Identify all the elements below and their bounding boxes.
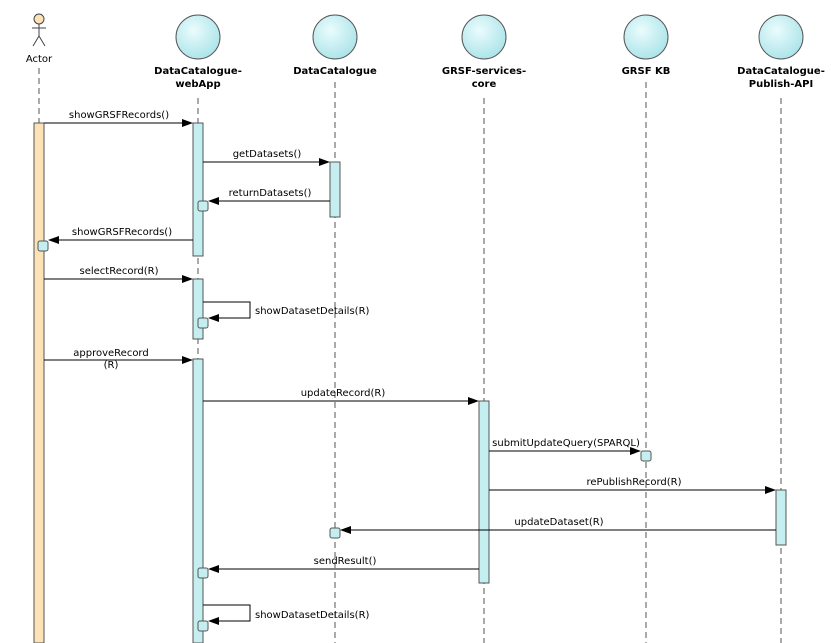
message-label: selectRecord(R) bbox=[79, 266, 158, 277]
message-label: showDatasetDetails(R) bbox=[255, 610, 370, 621]
message-line bbox=[203, 604, 251, 622]
message-label: submitUpdateQuery(SPARQL) bbox=[492, 438, 640, 449]
message-line bbox=[203, 301, 251, 319]
activation-box bbox=[197, 317, 209, 329]
participant-label: DataCatalogue- bbox=[737, 66, 825, 77]
arrow-head-icon bbox=[765, 486, 776, 494]
message-m5: selectRecord(R) bbox=[44, 266, 193, 283]
arrow-head-icon bbox=[208, 565, 219, 573]
arrow-head-icon bbox=[182, 275, 193, 283]
message-m7: approveRecord(R) bbox=[44, 348, 193, 371]
activation-box bbox=[197, 620, 209, 632]
message-label: showGRSFRecords() bbox=[72, 227, 172, 238]
message-label: updateRecord(R) bbox=[301, 388, 386, 399]
entity-circle-icon bbox=[758, 14, 804, 60]
activation-bar-publish bbox=[775, 489, 787, 546]
activation-bar-webapp bbox=[192, 122, 204, 257]
activation-bar-webapp bbox=[192, 358, 204, 643]
message-m10: rePublishRecord(R) bbox=[489, 477, 776, 494]
message-label: approveRecord bbox=[73, 348, 148, 359]
message-label: (R) bbox=[104, 360, 119, 371]
arrow-head-icon bbox=[182, 356, 193, 364]
message-m13: showDatasetDetails(R) bbox=[203, 604, 370, 625]
message-label: getDatasets() bbox=[233, 149, 302, 160]
message-m4: showGRSFRecords() bbox=[48, 227, 193, 244]
message-label: showDatasetDetails(R) bbox=[255, 306, 370, 317]
message-m3: returnDatasets() bbox=[208, 188, 330, 205]
arrow-head-icon bbox=[319, 158, 330, 166]
participant-core: GRSF-services-core bbox=[442, 14, 526, 90]
arrow-head-icon bbox=[468, 397, 479, 405]
message-m1: showGRSFRecords() bbox=[44, 110, 193, 127]
activation-bar-actor bbox=[33, 122, 45, 643]
entity-circle-icon bbox=[312, 14, 358, 60]
participant-catalogue: DataCatalogue bbox=[293, 14, 377, 77]
arrow-head-icon bbox=[630, 447, 641, 455]
arrow-head-icon bbox=[182, 119, 193, 127]
activation-box bbox=[37, 240, 49, 252]
message-label: rePublishRecord(R) bbox=[587, 477, 682, 488]
participant-label: DataCatalogue bbox=[293, 66, 377, 77]
participant-label: core bbox=[472, 79, 497, 90]
arrow-head-icon bbox=[48, 236, 59, 244]
participant-webapp: DataCatalogue-webApp bbox=[154, 14, 242, 90]
message-label: updateDataset(R) bbox=[514, 517, 603, 528]
participant-label: webApp bbox=[175, 79, 220, 90]
actor-label: Actor bbox=[26, 54, 53, 65]
message-m8: updateRecord(R) bbox=[203, 388, 479, 405]
arrow-head-icon bbox=[340, 526, 351, 534]
participant-label: GRSF KB bbox=[622, 66, 671, 77]
message-label: showGRSFRecords() bbox=[69, 110, 169, 121]
activation-box bbox=[197, 200, 209, 212]
arrow-head-icon bbox=[208, 617, 219, 625]
participant-kb: GRSF KB bbox=[622, 14, 671, 77]
message-m12: sendResult() bbox=[208, 556, 479, 573]
actor-figure: Actor bbox=[26, 13, 53, 65]
arrow-head-icon bbox=[208, 314, 219, 322]
activation-box bbox=[197, 567, 209, 579]
entity-circle-icon bbox=[461, 14, 507, 60]
participant-label: Publish-API bbox=[749, 79, 813, 90]
activation-bar-catalogue bbox=[329, 161, 341, 218]
message-m6: showDatasetDetails(R) bbox=[203, 301, 370, 322]
arrow-head-icon bbox=[208, 197, 219, 205]
activation-bar-webapp bbox=[192, 278, 204, 340]
stick-figure-icon bbox=[32, 13, 46, 47]
entity-circle-icon bbox=[175, 14, 221, 60]
participant-publish: DataCatalogue- Publish-API bbox=[737, 14, 825, 90]
activation-bar-core bbox=[478, 400, 490, 584]
message-label: returnDatasets() bbox=[229, 188, 312, 199]
activation-box bbox=[329, 527, 341, 539]
message-m11: updateDataset(R) bbox=[340, 517, 776, 534]
message-label: sendResult() bbox=[314, 556, 377, 567]
entity-circle-icon bbox=[623, 14, 669, 60]
message-m9: submitUpdateQuery(SPARQL) bbox=[489, 438, 641, 455]
message-m2: getDatasets() bbox=[203, 149, 330, 166]
activation-box bbox=[640, 450, 652, 462]
participant-label: DataCatalogue- bbox=[154, 66, 242, 77]
participant-label: GRSF-services- bbox=[442, 66, 526, 77]
